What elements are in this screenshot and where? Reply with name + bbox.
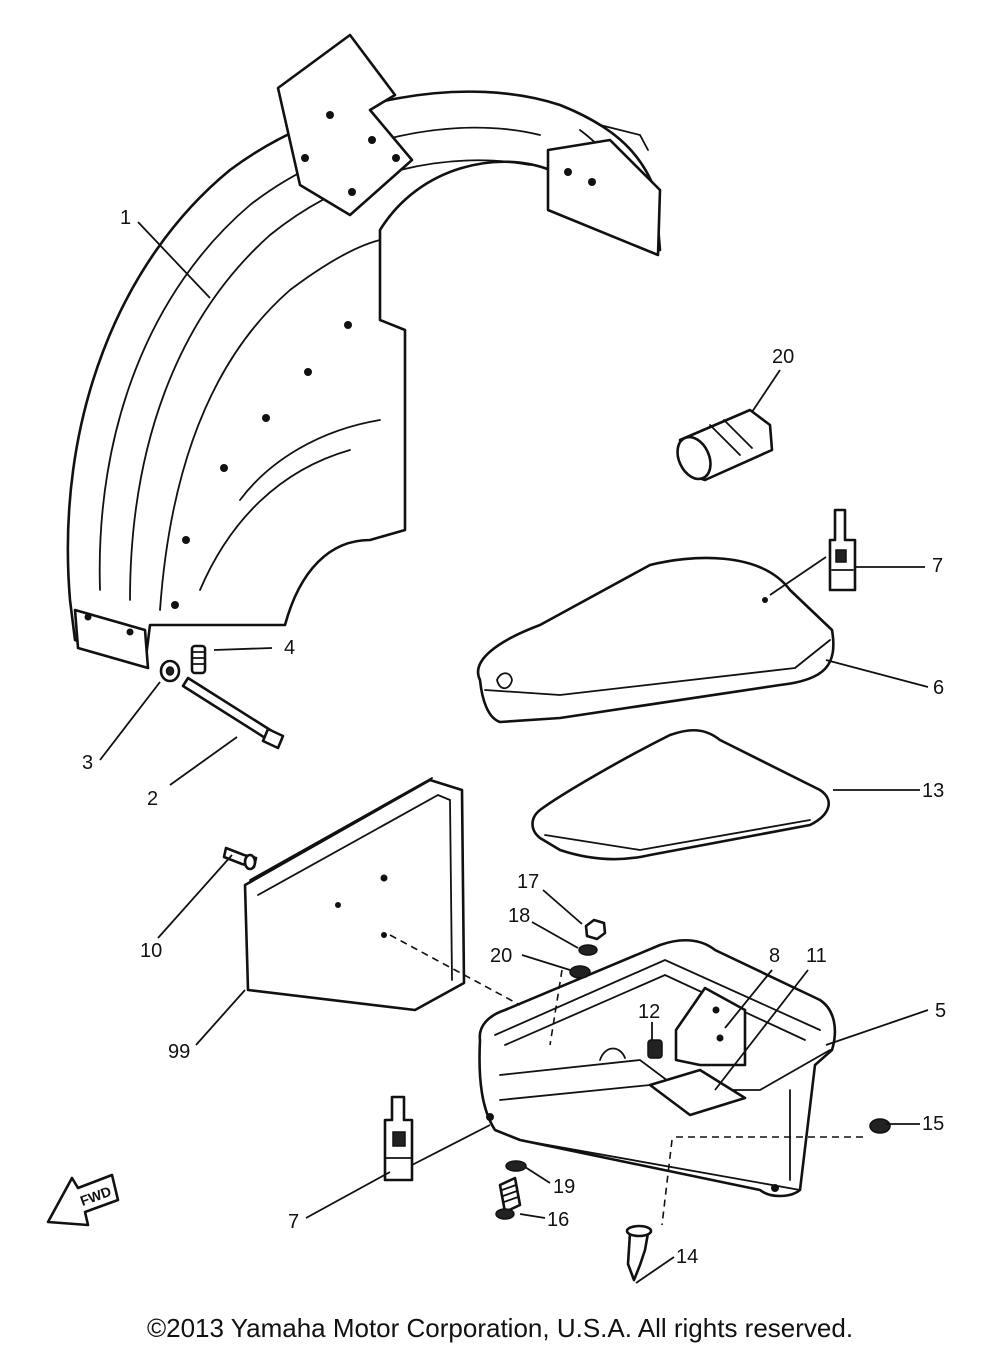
assembly-lines (389, 934, 863, 1226)
bolt-16 (495, 1176, 522, 1220)
rear-fender (66, 33, 662, 670)
air-box-cover (476, 556, 835, 724)
callout-99: 99 (168, 1041, 190, 1063)
washer-20 (569, 965, 591, 979)
rivet (625, 1224, 653, 1282)
callout-20-top: 20 (772, 346, 794, 368)
washer-19 (505, 1160, 527, 1172)
leader-lines (99, 221, 929, 1284)
callout-17: 17 (517, 871, 539, 893)
connector (676, 408, 774, 482)
cover-clip-bottom (383, 1095, 414, 1182)
callout-1: 1 (120, 207, 131, 229)
callout-8: 8 (769, 945, 780, 967)
callout-16: 16 (547, 1209, 569, 1231)
fender-bolt (181, 676, 285, 750)
nut (584, 918, 607, 941)
callout-20-bottom: 20 (490, 945, 512, 967)
callout-11: 11 (806, 945, 827, 967)
filter-element (531, 729, 830, 861)
callout-labels: 1 2 3 4 5 6 7 7 8 10 11 12 13 14 15 16 1… (82, 207, 946, 1268)
fwd-arrow-icon: FWD (46, 1173, 120, 1227)
callout-18: 18 (508, 905, 530, 927)
callout-7-top: 7 (932, 555, 943, 577)
air-box-case (478, 939, 837, 1198)
collar (190, 644, 207, 675)
callout-3: 3 (82, 752, 93, 774)
callout-7-bottom: 7 (288, 1211, 299, 1233)
callout-19: 19 (553, 1176, 575, 1198)
callout-15: 15 (922, 1113, 944, 1135)
callout-10: 10 (140, 940, 162, 962)
grommet (869, 1118, 891, 1134)
pin (222, 846, 258, 871)
cover-clip-top (828, 508, 857, 592)
callout-13: 13 (922, 780, 944, 802)
washer (159, 659, 181, 683)
callout-2: 2 (147, 788, 158, 810)
callout-14: 14 (676, 1246, 698, 1268)
callout-5: 5 (935, 1000, 946, 1022)
callout-12: 12 (638, 1001, 660, 1023)
copyright-notice: ©2013 Yamaha Motor Corporation, U.S.A. A… (146, 1313, 854, 1343)
side-panel (243, 777, 466, 1012)
lock-washer (578, 944, 598, 956)
callout-4: 4 (284, 637, 295, 659)
callout-6: 6 (933, 677, 944, 699)
